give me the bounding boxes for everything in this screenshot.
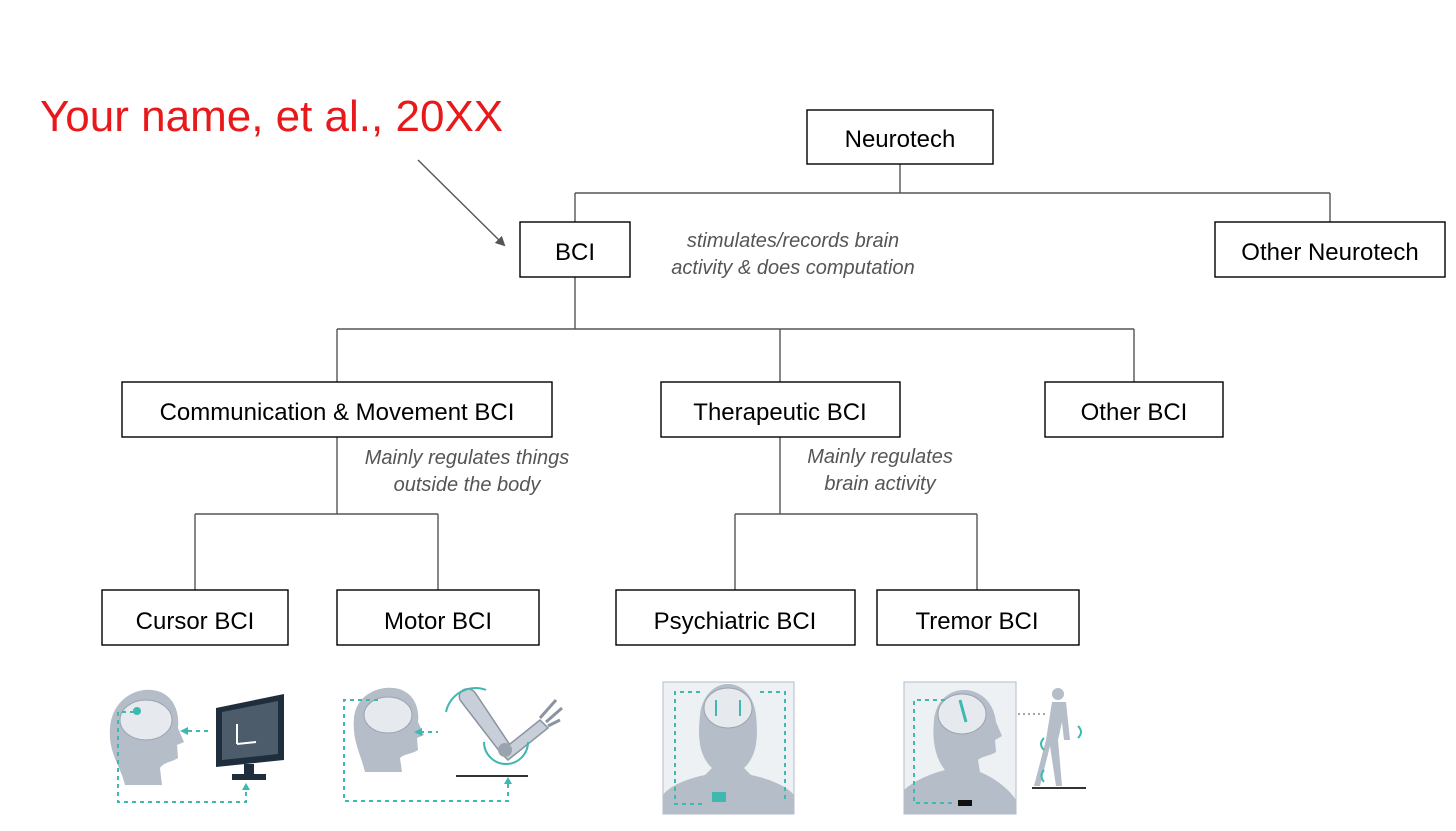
node-other-neurotech: Other Neurotech [1214,221,1446,278]
node-label: Other BCI [1081,399,1188,426]
tree-edges [194,164,1331,590]
node-communication-movement-bci: Communication & Movement BCI [121,381,553,438]
node-label: Motor BCI [384,608,492,635]
note-line: brain activity [824,473,936,495]
monitor-icon [216,694,284,780]
node-psychiatric-bci: Psychiatric BCI [615,589,856,646]
note-communication: Mainly regulates things outside the body [365,447,570,496]
note-line: activity & does computation [671,257,914,279]
node-bci: BCI [519,221,631,278]
citation-text: Your name, et al., 20XX [40,92,503,141]
node-cursor-bci: Cursor BCI [101,589,289,646]
node-label: Other Neurotech [1241,239,1418,266]
tremor-bci-illustration [903,681,1086,815]
note-therapeutic: Mainly regulates brain activity [807,446,953,495]
node-label: Psychiatric BCI [654,608,817,635]
node-motor-bci: Motor BCI [336,589,540,646]
node-label: Neurotech [845,126,956,153]
cursor-bci-illustration [109,689,284,803]
motor-bci-illustration [343,687,563,802]
walking-person-icon [1032,688,1086,789]
node-label: Tremor BCI [915,608,1038,635]
node-tremor-bci: Tremor BCI [876,589,1080,646]
node-label: BCI [555,239,595,266]
robotic-arm-icon [445,687,563,777]
note-line: stimulates/records brain [687,230,899,252]
node-label: Communication & Movement BCI [160,399,515,426]
note-bci-definition: stimulates/records brain activity & does… [671,230,914,279]
node-label: Cursor BCI [136,608,255,635]
note-line: Mainly regulates [807,446,953,468]
node-therapeutic-bci: Therapeutic BCI [660,381,901,438]
note-line: Mainly regulates things [365,447,570,469]
citation-arrow [417,159,506,247]
node-neurotech: Neurotech [806,109,994,165]
node-other-bci: Other BCI [1044,381,1224,438]
node-label: Therapeutic BCI [693,399,866,426]
note-line: outside the body [394,474,542,496]
psychiatric-bci-illustration [662,681,795,815]
